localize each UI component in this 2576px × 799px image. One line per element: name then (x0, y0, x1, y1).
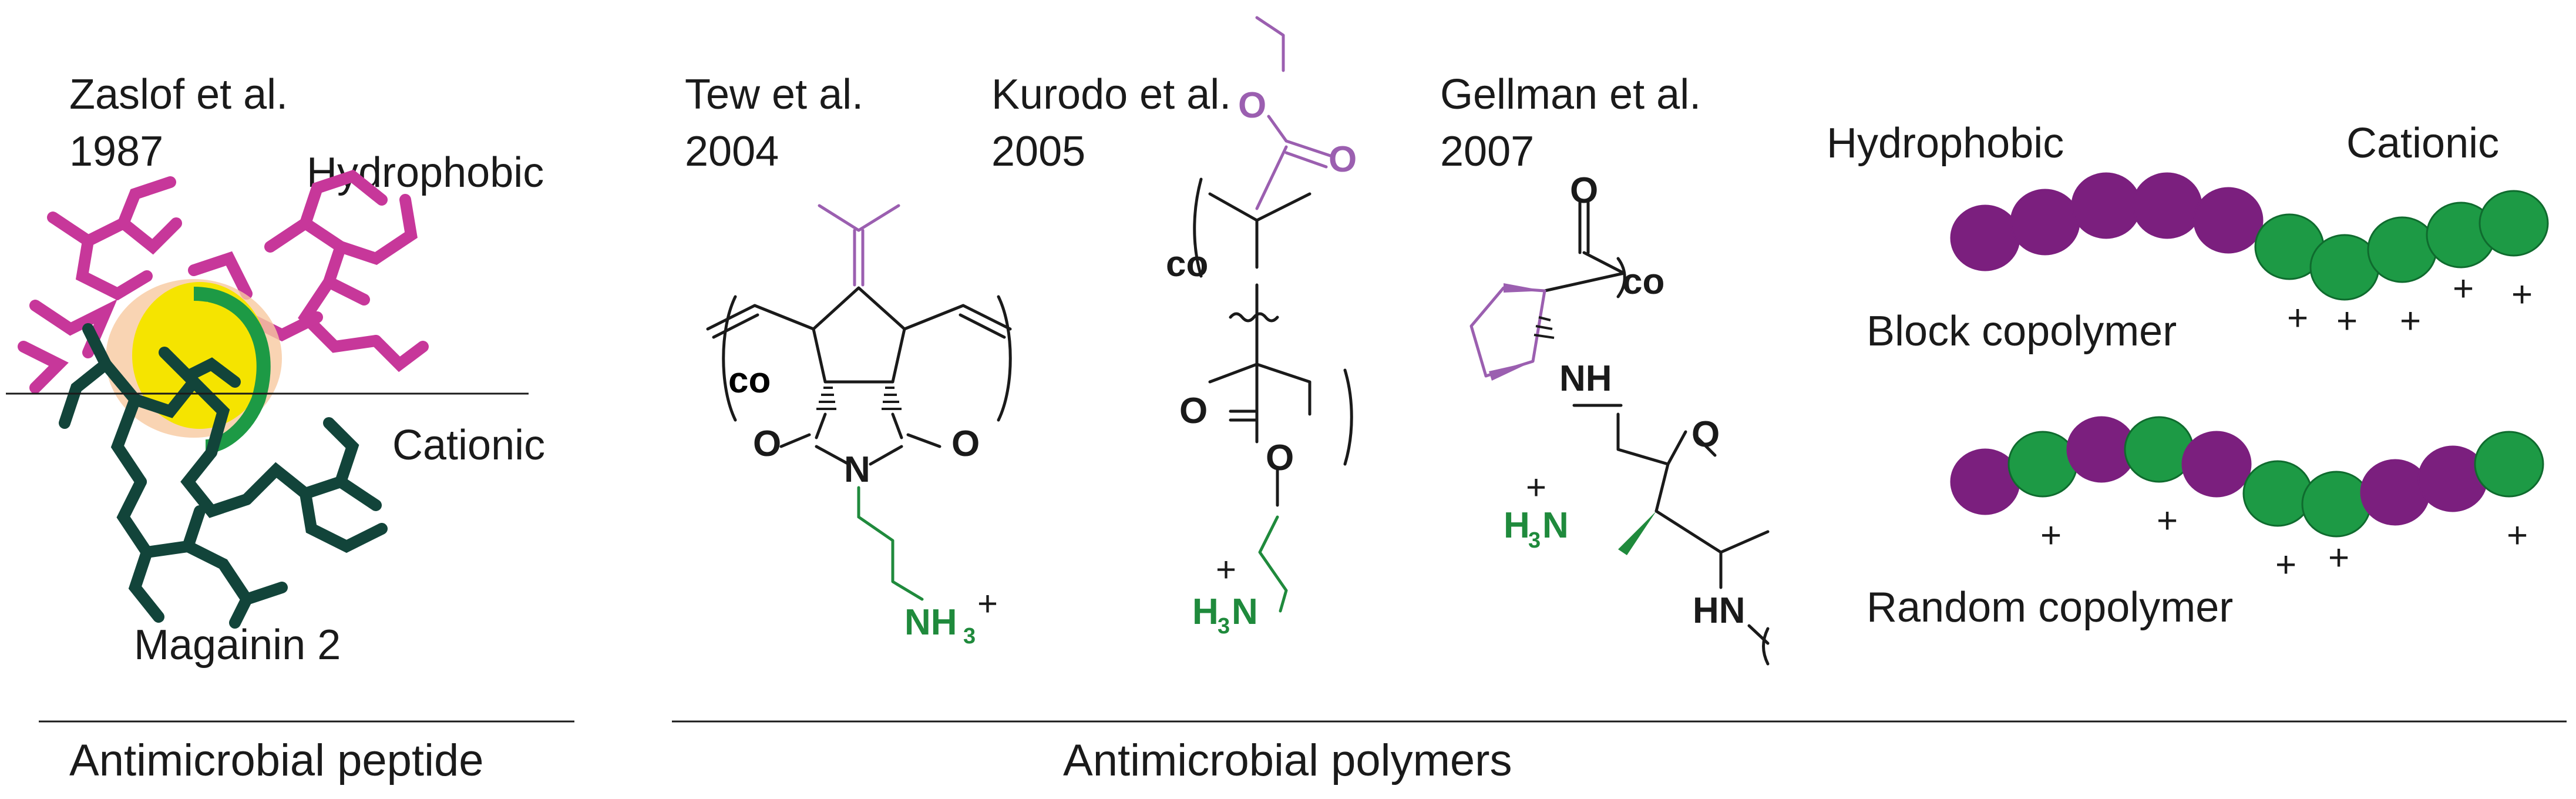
cationic-bead (2007, 431, 2078, 498)
gellman-n: N (1542, 505, 1569, 546)
helix-green-edge (193, 287, 271, 454)
kurodo-author: Kurodo et al. (991, 71, 1231, 118)
positive-charge: + (2511, 274, 2533, 315)
gellman-oxygen-top: O (1570, 170, 1598, 211)
block-copolymer-chain: + + + + + (1950, 172, 2549, 341)
peptide-author: Zaslof et al. (69, 71, 288, 118)
gellman-year: 2007 (1440, 128, 1534, 175)
positive-charge: + (2040, 515, 2062, 556)
hydrophobic-bead (2010, 189, 2080, 256)
cationic-residues (59, 323, 388, 629)
kurodo-h: H (1192, 592, 1219, 632)
peptide-name: Magainin 2 (134, 622, 341, 669)
tew-ammonium: NH (904, 602, 957, 643)
cationic-bead (2474, 431, 2544, 498)
tew-oxygen-right: O (951, 424, 980, 464)
hydrophobic-bead (2193, 187, 2264, 254)
peptide-cationic-label: Cationic (392, 422, 545, 469)
hydrophobic-bead (2360, 459, 2430, 526)
hydrophobic-bead (2132, 172, 2202, 239)
cationic-bead (2479, 190, 2549, 257)
polymers-section-label: Antimicrobial polymers (1063, 736, 1512, 785)
positive-charge: + (2400, 301, 2421, 341)
peptide-year: 1987 (69, 128, 163, 175)
gellman-charge: + (1526, 468, 1546, 507)
tew-nitrogen: N (844, 449, 870, 490)
peptide-section-label: Antimicrobial peptide (69, 736, 484, 785)
helix-ribbon (132, 282, 267, 429)
positive-charge: + (2336, 301, 2358, 341)
tew-ammonium-sub: 3 (963, 624, 976, 649)
kurodo-oxygen-ester: O (1266, 438, 1294, 478)
kurodo-co: co (1166, 244, 1208, 284)
gellman-h: H (1504, 505, 1530, 546)
kurodo-oxygen-carbonyl: O (1329, 139, 1357, 180)
kurodo-h-sub: 3 (1218, 614, 1230, 639)
magainin-structure (18, 169, 429, 629)
tew-year: 2004 (685, 128, 779, 175)
kurodo-structure: Kurodo et al. 2005 O O co O O + H 3 N (991, 16, 1357, 639)
random-copolymer-chain: + + + + + (1950, 416, 2544, 585)
gellman-co: co (1622, 261, 1664, 302)
random-copolymer-label: Random copolymer (1867, 584, 2233, 631)
positive-charge: + (2507, 515, 2528, 556)
peptide-hydrophobic-label: Hydrophobic (307, 149, 544, 196)
gellman-author: Gellman et al. (1440, 71, 1701, 118)
kurodo-oxygen-top: O (1238, 85, 1266, 126)
copolymer-panel: Hydrophobic Cationic + + + + + Block copolym… (1827, 120, 2549, 631)
gellman-oxygen-right: O (1691, 414, 1720, 455)
tew-author: Tew et al. (685, 71, 863, 118)
kurodo-charge: + (1216, 550, 1236, 589)
kurodo-year: 2005 (991, 128, 1085, 175)
tew-oxygen-left: O (753, 424, 781, 464)
tew-charge: + (977, 584, 998, 623)
copolymer-hydrophobic-label: Hydrophobic (1827, 120, 2064, 167)
hydrophobic-bead (2181, 431, 2252, 498)
block-copolymer-label: Block copolymer (1867, 308, 2177, 355)
peptide-panel: Zaslof et al. 1987 Hydrophobic Cationic … (6, 71, 574, 785)
gellman-structure: Gellman et al. 2007 O co NH O + H 3 N H (1440, 71, 1770, 666)
kurodo-n: N (1232, 592, 1258, 632)
positive-charge: + (2453, 268, 2474, 309)
hydrophobic-bead (1950, 204, 2020, 271)
gellman-nh: NH (1559, 358, 1612, 399)
positive-charge: + (2287, 298, 2308, 338)
cationic-bead (2242, 460, 2313, 527)
positive-charge: + (2157, 501, 2178, 541)
tew-structure: Tew et al. 2004 co (685, 71, 1012, 649)
kurodo-oxygen-left: O (1179, 391, 1208, 431)
positive-charge: + (2328, 538, 2349, 578)
copolymer-cationic-label: Cationic (2346, 120, 2499, 167)
tew-co-left: co (728, 360, 771, 401)
cationic-bead (2367, 216, 2437, 283)
hydrophobic-bead (2071, 172, 2141, 239)
gellman-h-sub: 3 (1528, 528, 1541, 553)
gellman-hn: HN (1693, 590, 1746, 631)
positive-charge: + (2275, 545, 2296, 585)
cationic-bead (2301, 471, 2372, 538)
